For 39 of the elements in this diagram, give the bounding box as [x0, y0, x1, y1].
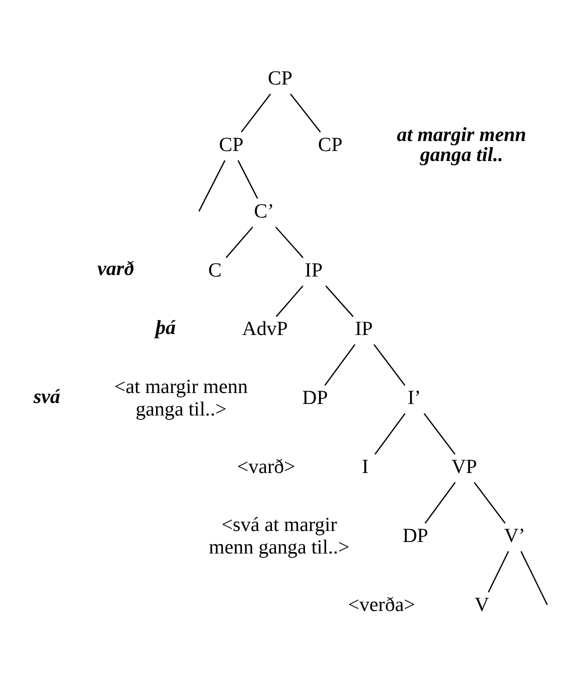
node-text: C [208, 259, 222, 282]
connector [238, 160, 258, 199]
node-text: I’ [408, 387, 421, 410]
node-text: V [474, 594, 490, 616]
connector [474, 482, 506, 524]
node-text: IP [304, 259, 323, 282]
connector [226, 226, 254, 258]
node-label: <verða> [348, 594, 416, 616]
connector [374, 344, 406, 386]
node-label: varð [97, 258, 134, 280]
node-label: þá [156, 316, 176, 339]
connector [240, 94, 271, 132]
node-text: CP [318, 134, 343, 156]
node-label: svá [33, 386, 60, 408]
connector [276, 285, 304, 317]
node-text: IP [354, 318, 373, 340]
node-text: V’ [504, 525, 526, 548]
node-text: C’ [254, 200, 274, 222]
connector [488, 551, 510, 592]
connector [520, 551, 548, 606]
connector [198, 160, 226, 212]
node-text: CP [268, 68, 292, 90]
node-label: at margir menn ganga til.. [396, 124, 526, 166]
connector [424, 482, 456, 524]
node-text: I [362, 456, 369, 478]
node-text: DP [302, 387, 328, 410]
connector [325, 285, 354, 317]
node-label: <varð> [237, 456, 296, 478]
node-label: <svá at margir menn ganga til..> [208, 514, 350, 558]
node-label: <at margir menn ganga til..> [114, 376, 248, 420]
connector [424, 413, 456, 455]
connector [275, 226, 304, 258]
node-text: VP [451, 456, 478, 478]
node-text: DP [402, 525, 428, 548]
node-text: AdvP [242, 318, 288, 340]
connector [324, 344, 356, 386]
node-text: CP [218, 134, 244, 156]
connector [374, 413, 406, 455]
connector [290, 94, 321, 132]
